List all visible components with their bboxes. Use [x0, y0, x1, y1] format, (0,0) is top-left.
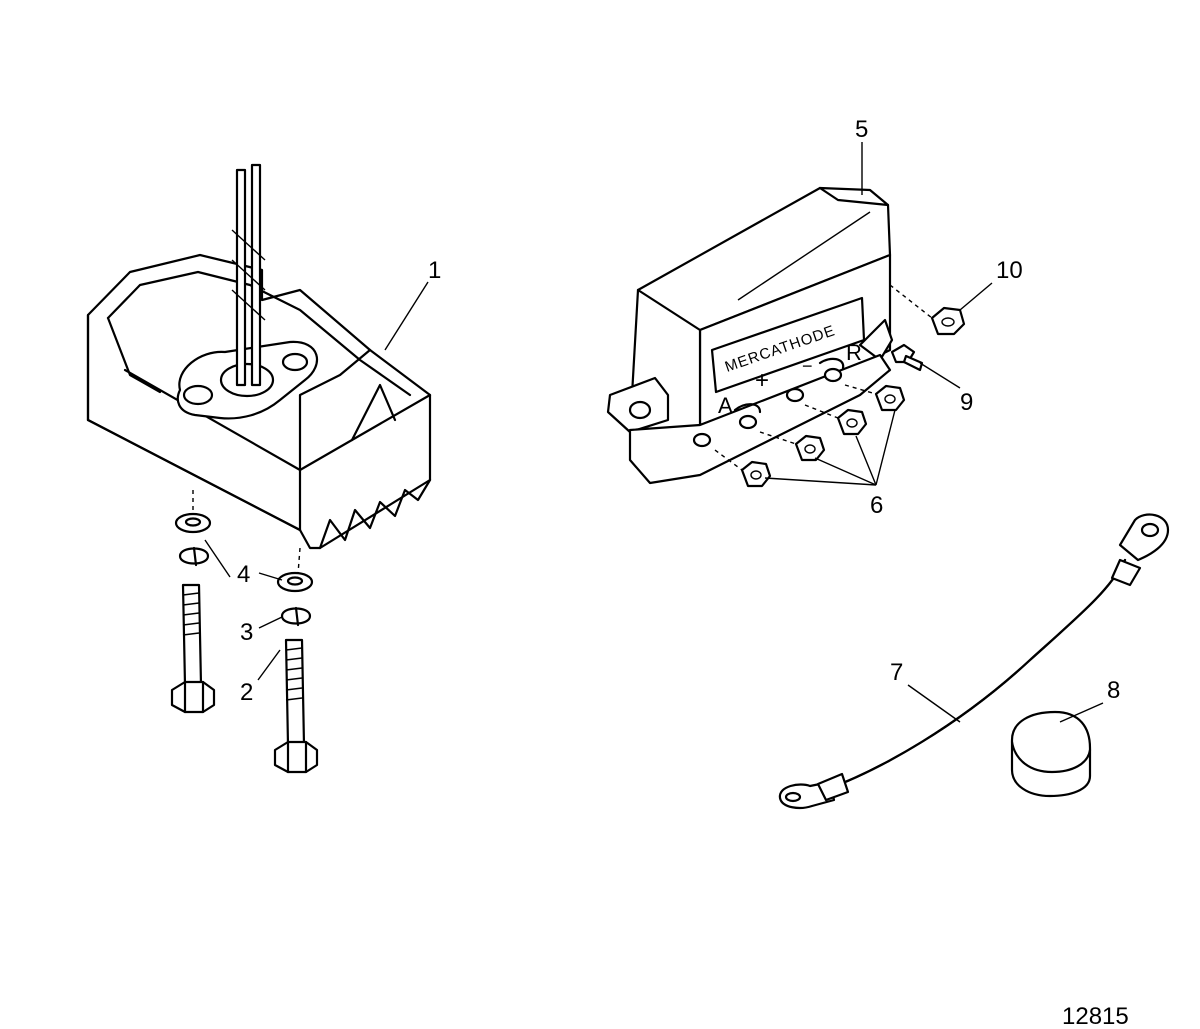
terminal-studs [692, 357, 845, 448]
callout-9: 9 [960, 389, 973, 416]
terminal-plus-label: + [755, 367, 769, 394]
diagram-number: 12815 [1062, 1003, 1129, 1029]
callout-10: 10 [996, 257, 1023, 284]
callout-3: 3 [240, 619, 253, 646]
callout-4: 4 [237, 561, 250, 588]
cap-part-8 [1010, 710, 1092, 798]
screw-part-9 [890, 343, 924, 372]
callout-1: 1 [428, 257, 441, 284]
nut-part-6 [714, 384, 906, 488]
callout-5: 5 [855, 116, 868, 143]
terminal-minus-label: − [802, 356, 813, 376]
washer-part-4 [174, 512, 314, 593]
anode-bracket-part-1 [86, 163, 432, 550]
callout-8: 8 [1107, 677, 1120, 704]
bolt-part-2 [170, 583, 319, 774]
callout-7: 7 [890, 659, 903, 686]
ground-strap-part-7 [778, 513, 1170, 809]
nut-part-10 [889, 284, 966, 336]
callout-6: 6 [870, 492, 883, 519]
terminal-a-label: A [718, 393, 733, 418]
leader-lines [204, 142, 1104, 723]
callout-2: 2 [240, 679, 253, 706]
regulator-part-5: MERCATHODE A + − R [606, 186, 894, 485]
terminal-r-label: R [846, 340, 862, 365]
lock-washer-part-3 [178, 546, 312, 627]
